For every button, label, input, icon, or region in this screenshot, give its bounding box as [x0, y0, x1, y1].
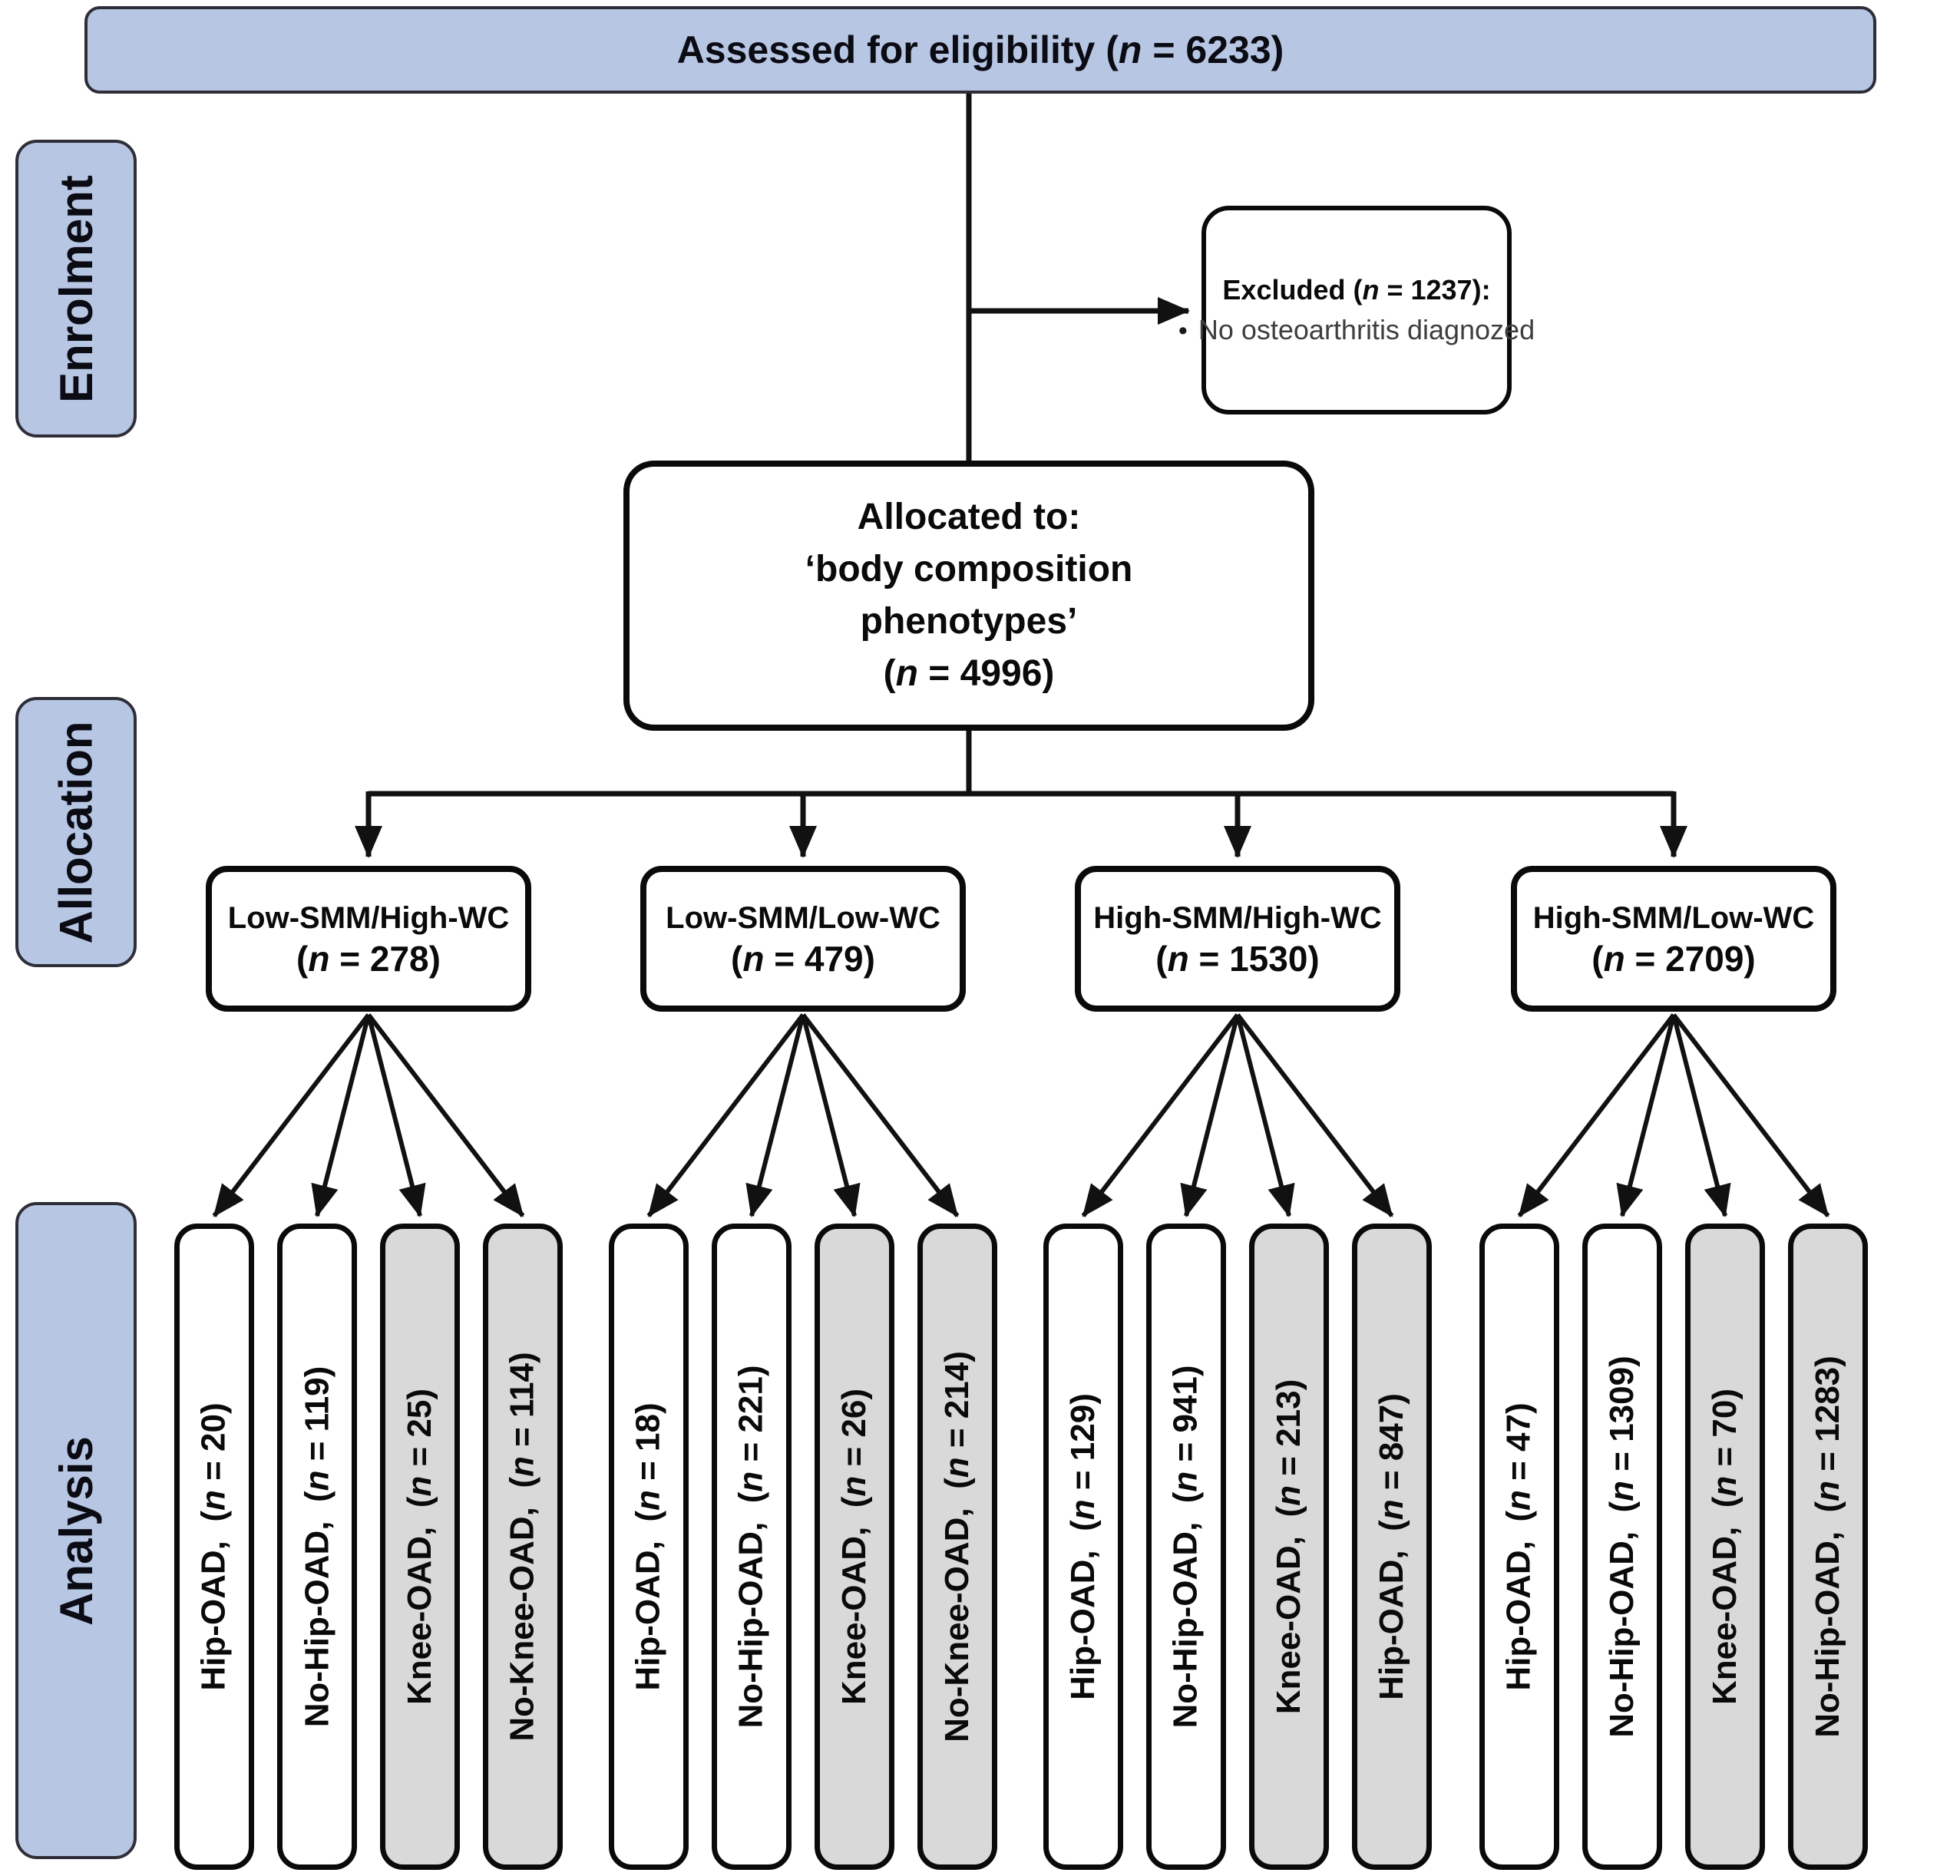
analysis-column: Knee-OAD, (n = 213)	[1249, 1224, 1329, 1870]
analysis-column: No-Hip-OAD, (n = 941)	[1146, 1224, 1226, 1870]
analysis-column: Hip-OAD, (n = 18)	[609, 1224, 689, 1870]
excluded-reason: No osteoarthritis diagnozed	[1198, 314, 1535, 345]
analysis-column: No-Knee-OAD, (n = 114)	[483, 1224, 563, 1870]
excluded-box: Excluded (n = 1237): • No osteoarthritis…	[1178, 206, 1535, 415]
allocated-line: ‘body composition	[805, 548, 1133, 590]
analysis-column: Hip-OAD, (n = 47)	[1479, 1224, 1559, 1870]
analysis-column: Knee-OAD, (n = 70)	[1685, 1224, 1765, 1870]
analysis-column: No-Knee-OAD, (n = 214)	[917, 1224, 997, 1870]
group-box-high-smm-high-wc: High-SMM/High-WC (n = 1530)	[1075, 866, 1400, 1012]
analysis-column: No-Hip-OAD, (n = 221)	[712, 1224, 792, 1870]
analysis-column: No-Hip-OAD, (n = 1309)	[1582, 1224, 1662, 1870]
analysis-column: No-Hip-OAD, (n = 1283)	[1788, 1224, 1868, 1870]
phase-label-analysis: Analysis	[15, 1202, 137, 1859]
excluded-title: Excluded (n = 1237):	[1222, 274, 1491, 306]
phase-label-allocation: Allocation	[15, 697, 137, 967]
analysis-column: Hip-OAD, (n = 847)	[1352, 1224, 1432, 1870]
allocated-line: (n = 4996)	[883, 653, 1055, 695]
analysis-column: Knee-OAD, (n = 26)	[815, 1224, 894, 1870]
bullet-icon: •	[1178, 316, 1188, 345]
enrolment-label: Enrolment	[50, 174, 102, 403]
allocated-line: phenotypes’	[860, 601, 1078, 642]
allocation-label: Allocation	[50, 720, 102, 944]
excluded-bullet-item: • No osteoarthritis diagnozed	[1178, 314, 1535, 346]
analysis-column: Hip-OAD, (n = 20)	[174, 1224, 254, 1870]
group-box-low-smm-high-wc: Low-SMM/High-WC (n = 278)	[206, 866, 531, 1012]
assessed-for-eligibility-box: Assessed for eligibility (n = 6233)	[84, 6, 1876, 94]
analysis-column: Knee-OAD, (n = 25)	[380, 1224, 460, 1870]
analysis-column: No-Hip-OAD, (n = 119)	[277, 1224, 357, 1870]
assessed-label: Assessed for eligibility (n = 6233)	[676, 28, 1284, 71]
analysis-column: Hip-OAD, (n = 129)	[1043, 1224, 1123, 1870]
group-box-low-smm-low-wc: Low-SMM/Low-WC (n = 479)	[640, 866, 966, 1012]
analysis-label: Analysis	[50, 1435, 102, 1626]
group-box-high-smm-low-wc: High-SMM/Low-WC (n = 2709)	[1511, 866, 1836, 1012]
allocated-line: Allocated to:	[857, 496, 1081, 537]
allocated-box: Allocated to: ‘body composition phenotyp…	[623, 461, 1314, 731]
phase-label-enrolment: Enrolment	[15, 140, 137, 438]
